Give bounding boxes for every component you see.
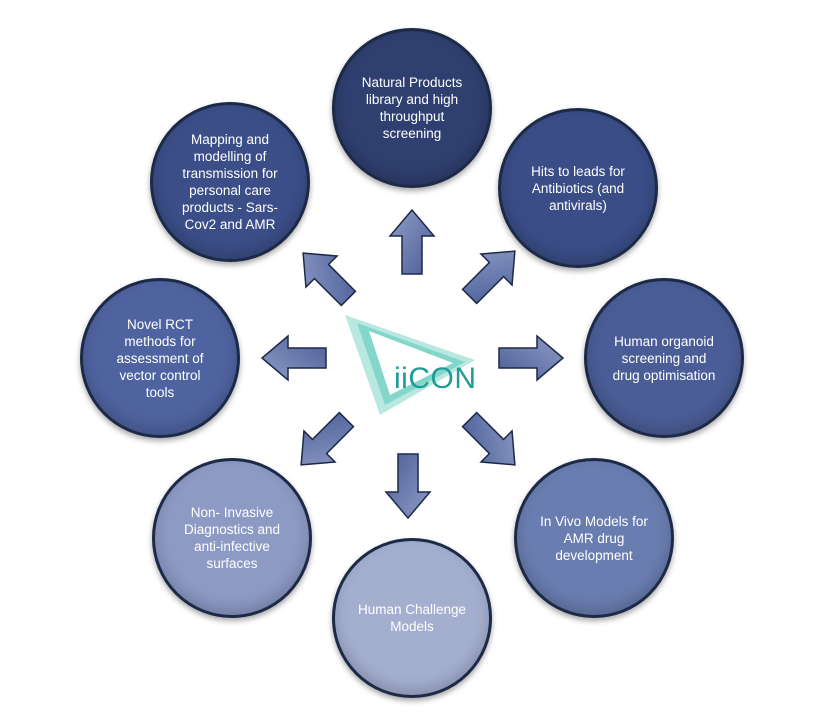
node-label: In Vivo Models for AMR drug development <box>540 513 648 563</box>
node-label: Hits to leads for Antibiotics (and antiv… <box>531 163 625 213</box>
node-natural-products: Natural Products library and high throug… <box>332 28 492 188</box>
logo-text: iiCON <box>394 362 477 395</box>
node-label: Human Challenge Models <box>357 602 467 634</box>
arrow-up-left <box>302 252 357 307</box>
node-organoid: Human organoid screening and drug optimi… <box>584 278 744 438</box>
arrow-down-right <box>461 411 516 466</box>
node-label: Human organoid screening and drug optimi… <box>612 333 716 383</box>
arrow-up-right <box>461 250 516 305</box>
node-label: Novel RCT methods for assessment of vect… <box>116 316 204 400</box>
node-mapping: Mapping and modelling of transmission fo… <box>150 102 310 262</box>
node-in-vivo: In Vivo Models for AMR drug development <box>514 458 674 618</box>
arrow-down-left <box>300 411 355 466</box>
logo-triangle-icon <box>345 315 475 415</box>
arrow-left <box>260 334 327 382</box>
node-diagnostics: Non- Invasive Diagnostics and anti-infec… <box>152 458 312 618</box>
node-label: Natural Products library and high throug… <box>361 75 463 141</box>
node-label: Non- Invasive Diagnostics and anti-infec… <box>183 505 281 571</box>
node-label: Mapping and modelling of transmission fo… <box>181 132 279 232</box>
node-rct: Novel RCT methods for assessment of vect… <box>80 278 240 438</box>
arrow-up <box>388 208 436 275</box>
arrow-down <box>384 453 432 520</box>
arrow-right <box>498 334 565 382</box>
node-hits-to-leads: Hits to leads for Antibiotics (and antiv… <box>498 108 658 268</box>
node-human-challenge: Human Challenge Models <box>332 538 492 698</box>
